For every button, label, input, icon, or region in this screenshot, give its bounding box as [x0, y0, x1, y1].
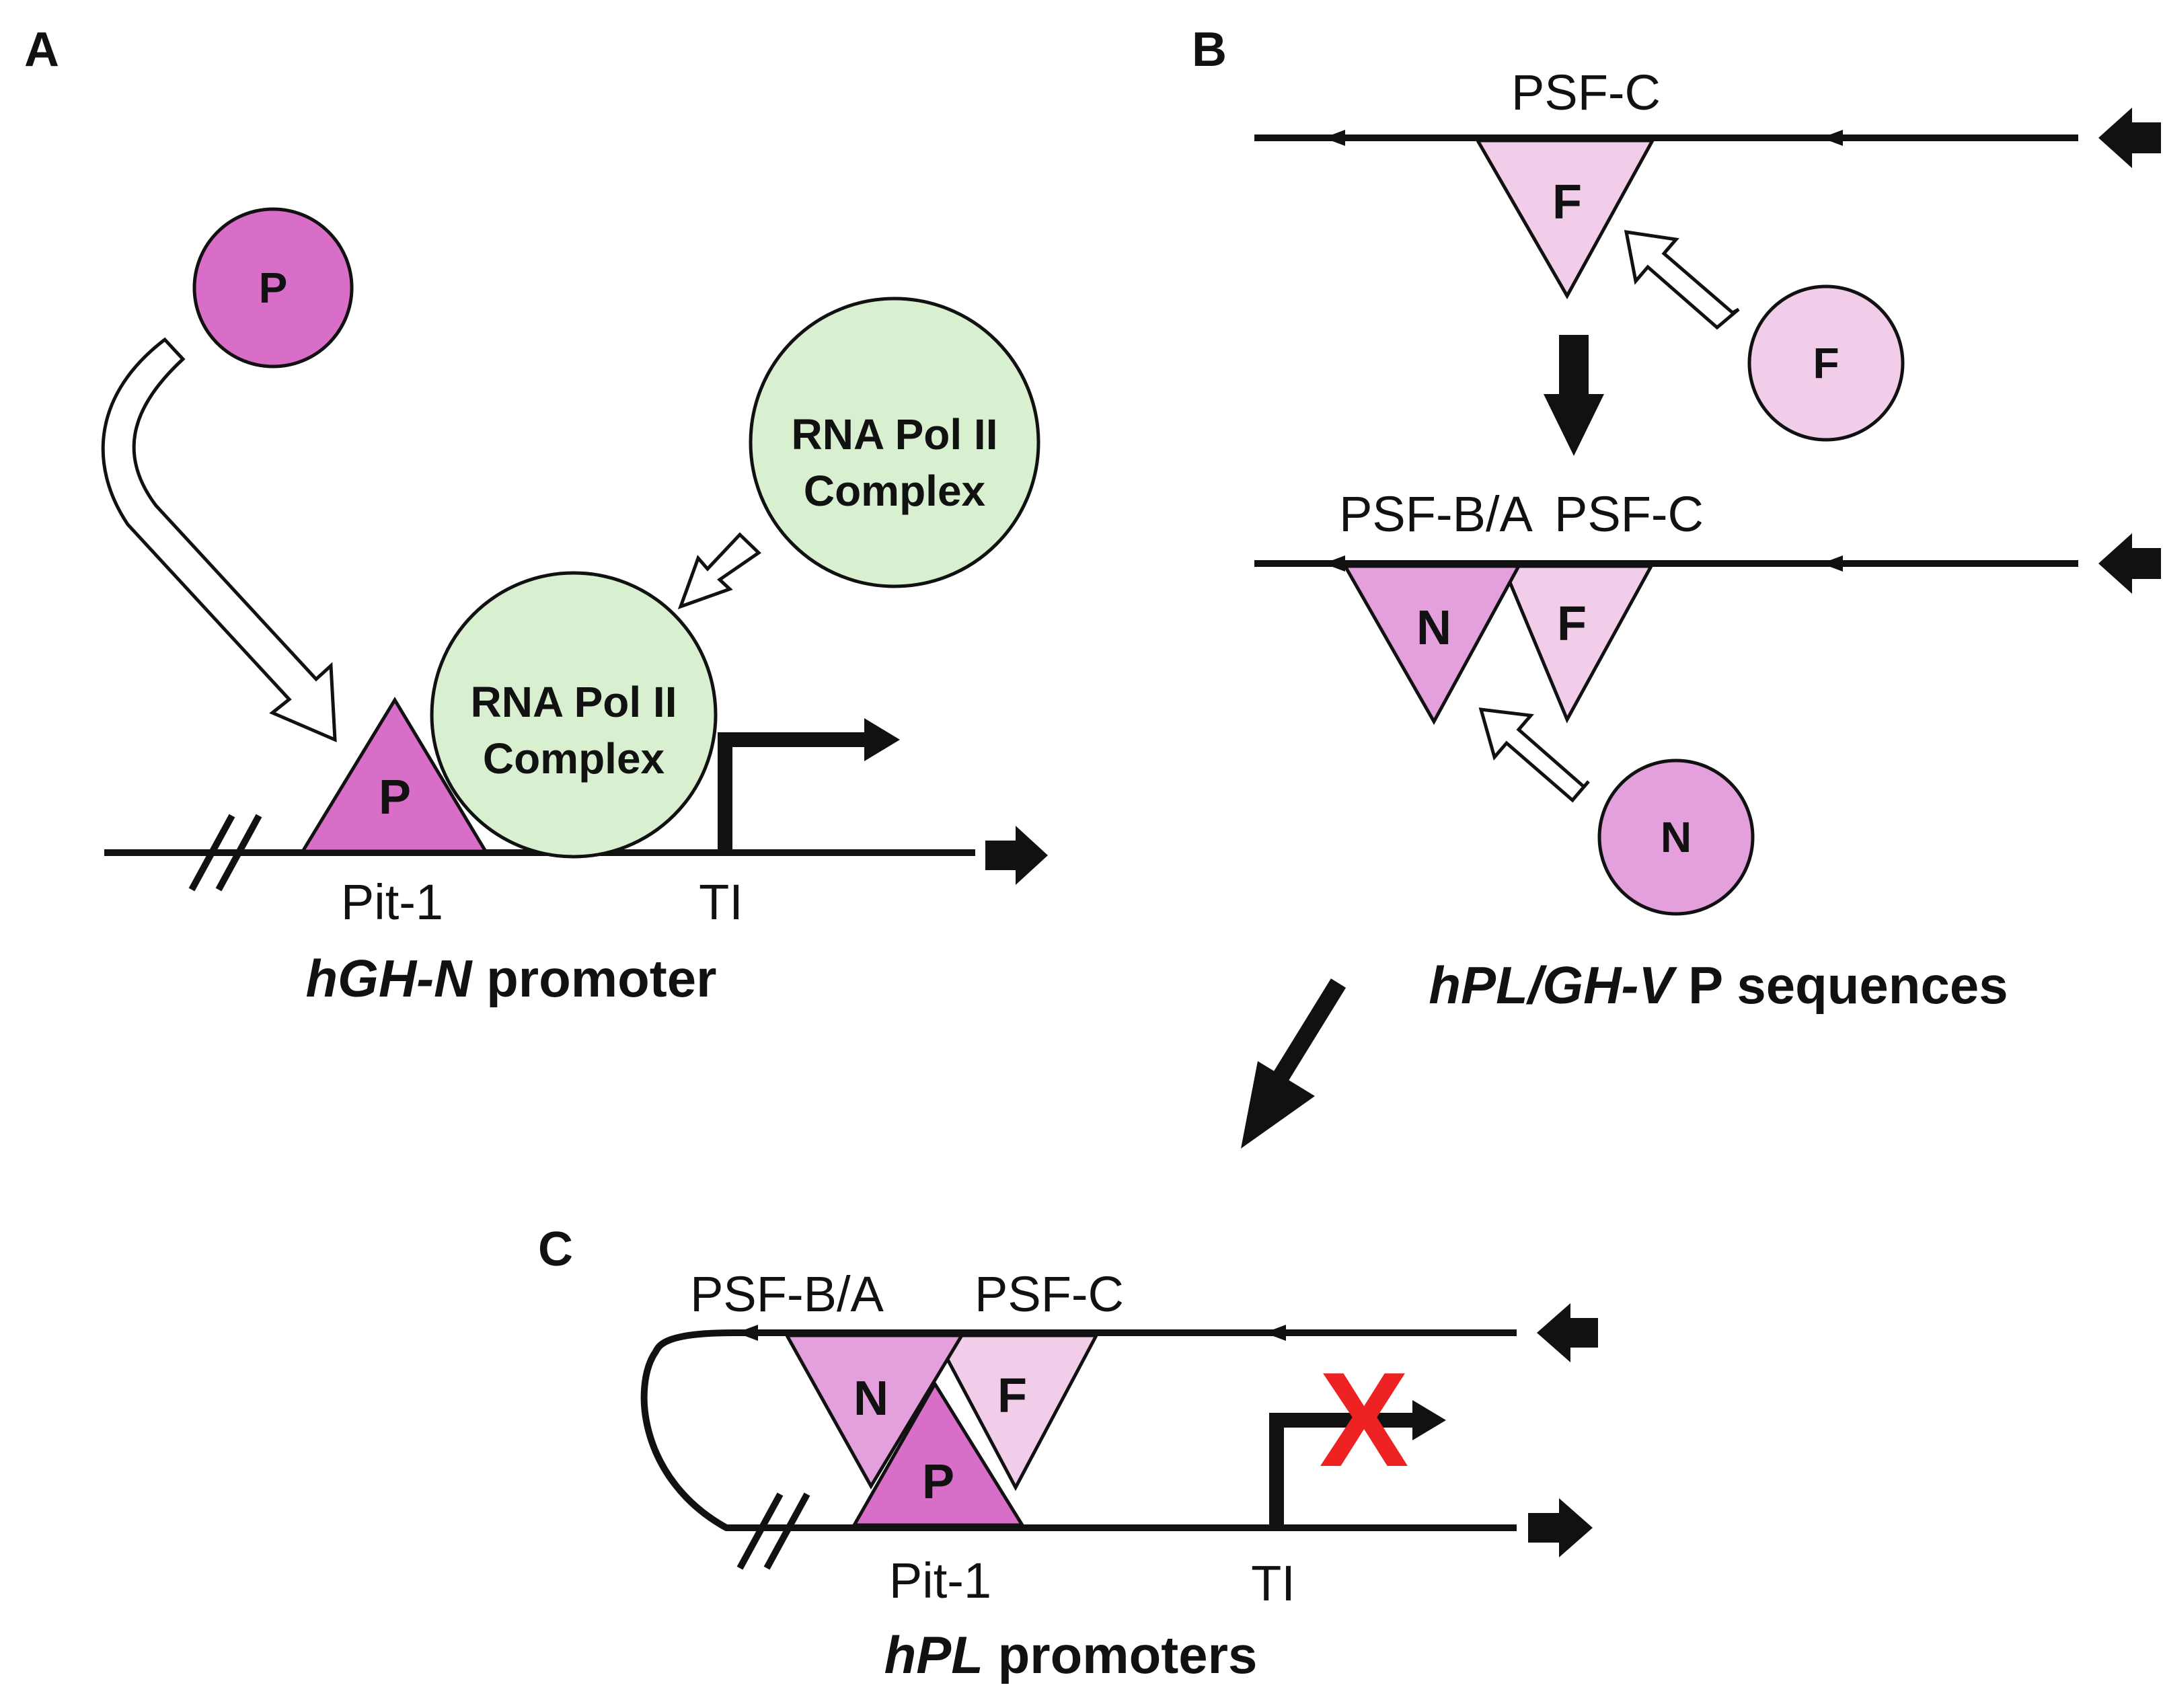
c-psf-ba-label: PSF-B/A [690, 1266, 884, 1322]
flow-down-arrow-icon [1544, 335, 1604, 456]
break-mark-icon [188, 814, 262, 892]
panel-c: C PSF-B/A PSF-C F N P X Pit-1 [538, 1222, 1598, 1684]
psf-c-label: PSF-C [1554, 486, 1704, 542]
looped-dna-strand [640, 1329, 1517, 1531]
flow-diagonal-arrow-icon [1241, 978, 1346, 1149]
bottom-strand-direction-arrow-icon [2098, 533, 2161, 594]
c-bound-pit1-factor: P [851, 1381, 1026, 1527]
bound-pit1-factor-label: P [379, 771, 411, 824]
panel-a-caption-gene: hGH-N [306, 949, 473, 1008]
binding-arrow-body-icon [101, 337, 337, 742]
panel-b: B PSF-C F F PSF-B/A PSF-C F [1192, 23, 2161, 1149]
c-bound-psf-ba-factor: N [784, 1333, 965, 1489]
panel-letter-c: C [538, 1222, 573, 1276]
psf-ba-label: PSF-B/A [1339, 486, 1533, 542]
bound-psf-c-factor: F [1501, 564, 1655, 724]
panel-b-caption: hPL/GH-V P sequences [1429, 956, 2008, 1015]
free-pol-label-line2: Complex [804, 467, 986, 515]
free-pit1-factor-label: P [259, 264, 288, 312]
bound-pit1-factor: P [299, 697, 489, 853]
c-pit1-site-label: Pit-1 [889, 1553, 991, 1608]
panel-b-caption-rest: P sequences [1673, 956, 2008, 1015]
top-strand-direction-arrow-icon [2098, 108, 2161, 168]
panel-b-caption-gene: hPL/GH-V [1429, 956, 1677, 1015]
bound-pol-label-line2: Complex [483, 734, 665, 783]
free-rna-pol-ii-complex: RNA Pol II Complex [749, 297, 1040, 588]
free-psf-c-factor: F [1747, 284, 1905, 442]
x-mark-icon: X [1319, 1345, 1408, 1495]
f-binding-arrow-icon [1624, 230, 1740, 330]
c-bottom-strand-direction-arrow-icon [1528, 1498, 1593, 1557]
c-bound-f-label: F [997, 1369, 1027, 1423]
top-psf-c-label: PSF-C [1511, 65, 1661, 120]
free-f-label: F [1813, 339, 1839, 387]
top-strand-direction-tick-icon [1821, 130, 1843, 146]
free-psf-ba-factor: N [1597, 759, 1755, 916]
panel-a-caption: hGH-N promoter [306, 949, 717, 1008]
bottom-strand-direction-tick-icon [1821, 555, 1843, 572]
panel-letter-a: A [24, 23, 59, 77]
transcription-start-bent-arrow-icon [718, 718, 900, 851]
c-psf-c-label: PSF-C [975, 1266, 1124, 1322]
bound-rna-pol-ii-complex: RNA Pol II Complex [430, 571, 718, 859]
pit1-site-label: Pit-1 [341, 874, 443, 930]
panel-c-caption-rest: promoters [983, 1625, 1257, 1684]
c-top-strand-direction-tick-icon [1264, 1325, 1286, 1341]
free-n-label: N [1661, 813, 1692, 861]
free-pol-label-line1: RNA Pol II [792, 410, 998, 459]
ti-label: TI [699, 874, 743, 930]
c-break-mark-icon [736, 1492, 810, 1570]
top-bound-f-label: F [1552, 176, 1582, 229]
c-bound-p-label: P [922, 1455, 954, 1509]
pol-binding-arrow-icon [677, 532, 761, 610]
c-top-strand-direction-tick-icon [736, 1325, 758, 1341]
bound-psf-ba-factor: N [1342, 564, 1522, 726]
bound-f-label: F [1557, 597, 1587, 651]
c-ti-label: TI [1251, 1555, 1295, 1611]
c-transcription-start-bent-arrow-icon [1269, 1400, 1446, 1525]
panel-a: A P RNA Pol II Complex P [24, 23, 1048, 1008]
n-binding-arrow-icon [1478, 707, 1590, 803]
bottom-strand-direction-tick-icon [1324, 555, 1345, 572]
top-strand-direction-tick-icon [1324, 130, 1345, 146]
panel-a-caption-rest: promoter [471, 949, 716, 1008]
strand-direction-arrow-icon [985, 826, 1048, 885]
free-pit1-factor: P [192, 207, 354, 368]
c-bound-n-label: N [853, 1372, 888, 1426]
bound-pol-label-line1: RNA Pol II [471, 678, 677, 726]
top-bound-psf-c-factor: F [1474, 139, 1656, 300]
panel-c-caption: hPL promoters [884, 1625, 1258, 1684]
c-bound-psf-c-factor: F [932, 1333, 1100, 1491]
bound-n-label: N [1416, 601, 1451, 655]
panel-c-caption-gene: hPL [884, 1625, 983, 1684]
c-top-strand-direction-arrow-icon [1537, 1303, 1598, 1362]
panel-letter-b: B [1192, 23, 1227, 77]
